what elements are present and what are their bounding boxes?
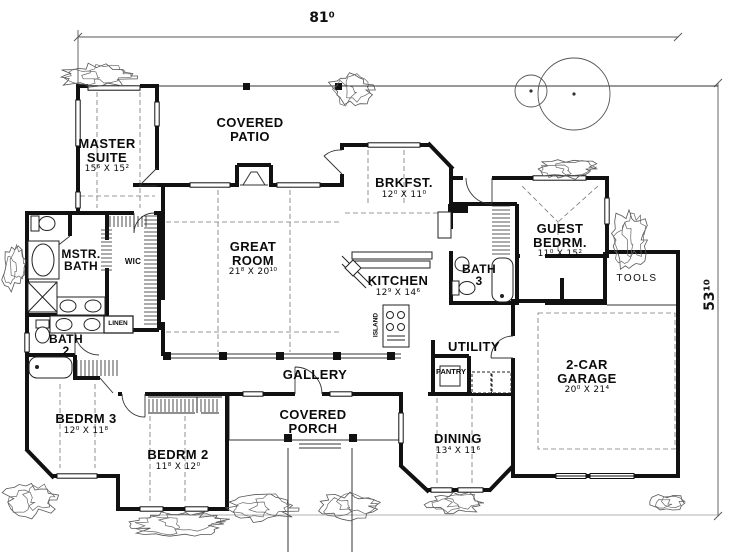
- ceiling-dashes: [59, 92, 676, 504]
- thin-edges: [157, 85, 718, 552]
- columns-posts: [163, 83, 395, 442]
- toilet-bath3: [451, 280, 476, 296]
- doors: [55, 149, 514, 418]
- washer-dryer: [471, 371, 512, 394]
- tub-mstr: [27, 240, 60, 280]
- windows: [24, 85, 610, 512]
- toilet-bath2: [35, 319, 50, 344]
- kitchen-island: [382, 304, 410, 348]
- tub-bath3: [491, 257, 514, 303]
- shower-mstr: [27, 281, 58, 313]
- fixtures: [27, 211, 514, 394]
- overall-depth-dimension: 53¹⁰: [702, 279, 718, 311]
- tub-bath2: [28, 356, 73, 379]
- tree-circles: [514, 57, 611, 131]
- dimension-lines: [73, 30, 723, 521]
- pantry-shelf: [439, 365, 461, 387]
- generated-detail: [1, 62, 687, 537]
- overall-width-dimension: 81⁰: [309, 10, 335, 26]
- toilet-mstr: [30, 215, 56, 232]
- vanity-bath2: [49, 315, 106, 334]
- sink-bath3: [454, 256, 470, 272]
- linen-cabinet: [103, 315, 134, 334]
- vanity-mstr: [56, 296, 106, 316]
- walls: [24, 84, 680, 511]
- kitchen-counters: [341, 211, 452, 289]
- garage-doors: [555, 473, 635, 479]
